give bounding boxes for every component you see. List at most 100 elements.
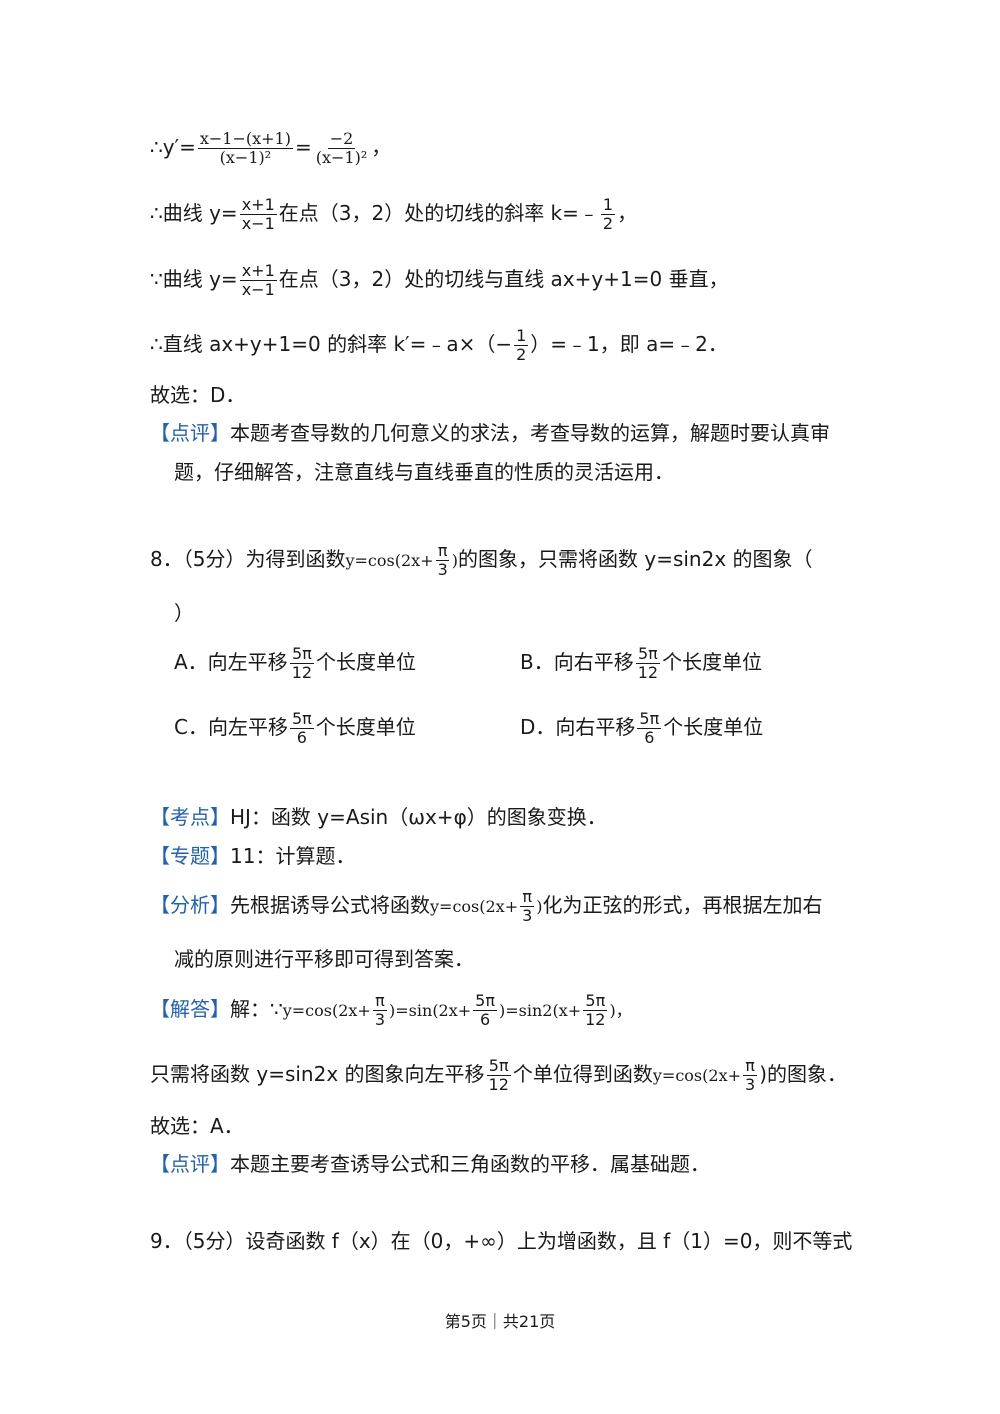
- denominator: (x−1)²: [219, 148, 272, 167]
- kaodian: 【考点】HJ：函数 y=Asin（ωx+φ）的图象变换．: [150, 802, 850, 832]
- denominator: (x−1)²: [315, 148, 368, 167]
- page-footer: 第5页｜共21页: [444, 1312, 556, 1331]
- numerator: 5π: [289, 644, 314, 664]
- text: 解：∵: [230, 997, 283, 1021]
- function-close: ): [451, 551, 458, 570]
- zhuanti: 【专题】11：计算题．: [150, 841, 850, 871]
- text: ∵曲线 y=: [150, 267, 238, 291]
- option-suffix: 个长度单位: [316, 650, 417, 674]
- expr: )=sin2(x+: [498, 1001, 582, 1020]
- numerator: x−1−(x+1): [197, 129, 293, 149]
- denominator: 12: [488, 1075, 509, 1094]
- numerator: 5π: [583, 991, 608, 1011]
- option-suffix: 个长度单位: [315, 715, 416, 739]
- text: =: [294, 135, 312, 159]
- review-tag: 【点评】: [150, 1152, 230, 1176]
- numerator: −2: [327, 129, 356, 149]
- text: )的图象．: [759, 1062, 847, 1086]
- review-text: 本题考查导数的几何意义的求法，考查导数的运算，解题时要认真审: [230, 421, 830, 445]
- zhuanti-text: 11：计算题．: [230, 844, 356, 868]
- choose-d: 故选：D．: [150, 383, 246, 407]
- review-1-cont: 题，仔细解答，注意直线与直线垂直的性质的灵活运用．: [174, 460, 674, 484]
- derivative-line: ∴y′=x−1−(x+1)(x−1)²=−2(x−1)²，: [150, 130, 850, 167]
- jieda-tag: 【解答】: [150, 997, 230, 1021]
- text: 8．（5分）为得到函数: [150, 547, 346, 571]
- choose-a: 故选：A．: [150, 1114, 244, 1138]
- text: ∴y′=: [150, 135, 196, 159]
- denominator: 2: [516, 345, 527, 364]
- fraction: −2(x−1)²: [314, 130, 370, 167]
- expr: )，: [609, 1001, 632, 1020]
- question-8-paren: ）: [174, 601, 194, 625]
- numerator: 5π: [486, 1056, 511, 1076]
- denominator: 6: [479, 1010, 491, 1029]
- option-label: A．向左平移: [174, 650, 288, 674]
- option-suffix: 个长度单位: [663, 715, 764, 739]
- text: 只需将函数 y=sin2x 的图象向左平移: [150, 1062, 485, 1086]
- numerator: x+1: [239, 195, 277, 215]
- option-label: C．向左平移: [174, 715, 288, 739]
- numerator: x+1: [239, 261, 277, 281]
- denominator: 3: [437, 560, 448, 579]
- text: ，: [371, 135, 392, 159]
- numerator: π: [520, 887, 535, 907]
- text: 在点（3，2）处的切线与直线 ax+y+1=0 垂直，: [278, 267, 729, 291]
- fenxi-cont: 减的原则进行平移即可得到答案．: [174, 947, 474, 971]
- fenxi-tag: 【分析】: [150, 893, 230, 917]
- expr: y=cos(2x+: [282, 1001, 371, 1020]
- function: y=cos(2x+: [430, 897, 519, 916]
- numerator: 1: [600, 195, 616, 215]
- function-close: ): [536, 897, 543, 916]
- expr: )=sin(2x+: [389, 1001, 472, 1020]
- numerator: 5π: [289, 709, 314, 729]
- review-1: 【点评】本题考查导数的几何意义的求法，考查导数的运算，解题时要认真审: [150, 418, 850, 448]
- text: 个单位得到函数: [512, 1062, 653, 1086]
- numerator: 5π: [636, 644, 660, 664]
- denominator: 2: [602, 214, 614, 233]
- text: ）=﹣1，即 a=﹣2．: [530, 332, 728, 356]
- denominator: 6: [644, 728, 655, 747]
- fraction: x−1−(x+1)(x−1)²: [197, 129, 293, 167]
- denominator: 12: [637, 663, 659, 682]
- numerator: π: [373, 991, 387, 1011]
- question-9: 9．（5分）设奇函数 f（x）在（0，+∞）上为增函数，且 f（1）=0，则不等…: [150, 1229, 853, 1253]
- numerator: π: [743, 1056, 757, 1076]
- review-text: 本题主要考查诱导公式和三角函数的平移．属基础题．: [230, 1152, 710, 1176]
- option-suffix: 个长度单位: [662, 650, 763, 674]
- denominator: 12: [585, 1010, 606, 1029]
- review-tag: 【点评】: [150, 421, 230, 445]
- zhuanti-tag: 【专题】: [150, 844, 230, 868]
- text: 在点（3，2）处的切线的斜率 k=﹣: [278, 201, 599, 225]
- text: ，: [617, 201, 638, 225]
- denominator: 3: [745, 1075, 756, 1094]
- denominator: 6: [296, 728, 307, 747]
- text: 的图象，只需将函数 y=sin2x 的图象（: [458, 547, 813, 571]
- numerator: 5π: [637, 709, 662, 729]
- text: ∴曲线 y=: [150, 201, 238, 225]
- denominator: x−1: [241, 280, 275, 299]
- numerator: 5π: [473, 991, 497, 1011]
- kaodian-text: HJ：函数 y=Asin（ωx+φ）的图象变换．: [230, 805, 607, 829]
